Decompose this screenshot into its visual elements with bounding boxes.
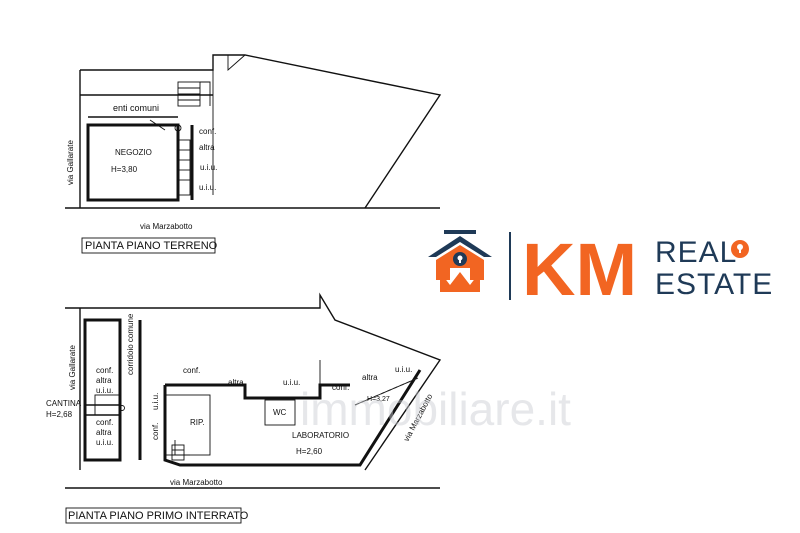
logo-real-text: REAL	[655, 236, 737, 269]
label-shop: NEGOZIO	[115, 148, 152, 157]
label-basement-conf-top: conf.	[183, 366, 200, 375]
label-basement-conf-right: conf.	[332, 383, 349, 392]
basement-plan: via Gallarate corridoio comune CANTINA H…	[46, 292, 442, 524]
label-wc: WC	[273, 408, 287, 417]
label-basement-uiu-left: u.i.u.	[151, 393, 160, 410]
label-basement-conf-left: conf.	[151, 423, 160, 440]
label-basement-uiu-2: u.i.u.	[96, 438, 113, 447]
label-lab-height: H=2,60	[296, 447, 323, 456]
label-cellar: CANTINA	[46, 399, 82, 408]
label-basement-altra-2: altra	[96, 428, 112, 437]
label-shop-height: H=3,80	[111, 165, 138, 174]
label-basement-altra-1: altra	[96, 376, 112, 385]
label-basement-altra-right: altra	[362, 373, 378, 382]
logo-km-text: KM	[522, 228, 637, 311]
label-basement-street-gallarate: via Gallarate	[68, 345, 77, 390]
label-basement-street-marzabotto: via Marzabotto	[170, 478, 223, 487]
house-keyhole-icon	[428, 230, 492, 292]
km-real-estate-logo: KM REAL ESTATE	[428, 228, 773, 311]
label-ground-street-gallarate: via Gallarate	[66, 140, 75, 185]
ground-floor-title: PIANTA PIANO TERRENO	[85, 240, 218, 252]
label-ground-conf: conf.	[199, 127, 216, 136]
label-cellar-height: H=2,68	[46, 410, 73, 419]
label-small-height: H=3,27	[367, 396, 390, 403]
label-lab: LABORATORIO	[292, 431, 349, 440]
label-basement-uiu-1: u.i.u.	[96, 386, 113, 395]
label-basement-conf-1: conf.	[96, 366, 113, 375]
label-basement-uiu-right: u.i.u.	[395, 365, 412, 374]
ground-floor-plan: enti comuni NEGOZIO H=3,80 conf. altra u…	[65, 54, 442, 254]
label-corridor: corridoio comune	[126, 313, 135, 375]
label-ground-altra: altra	[199, 143, 215, 152]
watermark: immobiliare.it	[300, 383, 571, 435]
label-basement-conf-2: conf.	[96, 418, 113, 427]
label-ground-uiu: u.i.u.	[200, 163, 217, 172]
label-ground-street-marzabotto: via Marzabotto	[140, 222, 193, 231]
logo-keyhole-icon	[731, 240, 749, 258]
label-basement-altra-top: altra	[228, 378, 244, 387]
label-basement-uiu-top: u.i.u.	[283, 378, 300, 387]
basement-title: PIANTA PIANO PRIMO INTERRATO	[68, 510, 249, 522]
label-ground-uiu-2: u.i.u.	[199, 183, 216, 192]
label-common-areas: enti comuni	[113, 103, 159, 113]
label-storage: RIP.	[190, 418, 205, 427]
logo-estate-text: ESTATE	[655, 268, 773, 301]
